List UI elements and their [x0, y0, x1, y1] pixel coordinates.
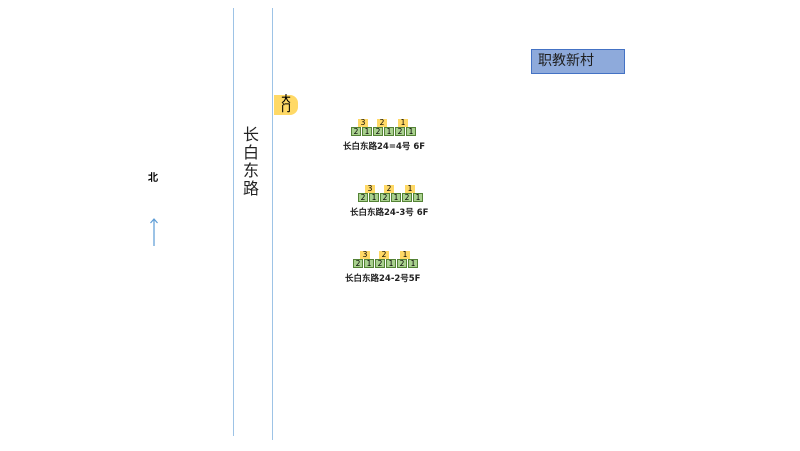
building-24-3: 3 2 1 2 1 2 1 2 1 长白东路24-3号 6F	[350, 185, 448, 229]
road-name-char: 白	[242, 143, 259, 162]
unit-number: 2	[379, 251, 389, 259]
unit-number: 3	[360, 251, 370, 259]
road-name-char: 长	[242, 125, 259, 144]
north-arrow-icon	[150, 218, 158, 246]
unit-number: 3	[365, 185, 375, 193]
unit-number: 3	[358, 119, 368, 127]
apartment-cell: 2	[358, 193, 368, 202]
apartment-cell: 1	[391, 193, 401, 202]
building-24-2: 3 2 1 2 1 2 1 2 1 长白东路24-2号5F	[345, 251, 443, 295]
north-label: 北	[148, 173, 158, 184]
gate-char: 大	[281, 95, 291, 105]
apartment-cell: 2	[397, 259, 407, 268]
road-right-edge	[272, 8, 273, 440]
main-gate: 大 门	[274, 95, 298, 115]
apartment-cell: 1	[408, 259, 418, 268]
road-name: 长 白 东 路	[241, 126, 261, 198]
apartment-cell: 2	[353, 259, 363, 268]
apartment-cell: 2	[380, 193, 390, 202]
building-24-4: 3 2 1 2 1 2 1 2 1 长白东路24=4号 6F	[343, 119, 441, 163]
building-label: 长白东路24-2号5F	[345, 274, 421, 284]
apartment-cell: 2	[351, 127, 361, 136]
unit-number: 1	[405, 185, 415, 193]
road-name-char: 路	[242, 179, 259, 198]
unit-number: 2	[377, 119, 387, 127]
apartment-cell: 2	[373, 127, 383, 136]
building-label: 长白东路24-3号 6F	[350, 208, 429, 218]
apartment-cell: 1	[384, 127, 394, 136]
unit-number: 2	[384, 185, 394, 193]
road-left-edge	[233, 8, 234, 436]
village-label: 职教新村	[531, 49, 625, 74]
apartment-cell: 1	[364, 259, 374, 268]
apartment-cell: 2	[395, 127, 405, 136]
building-label: 长白东路24=4号 6F	[343, 142, 426, 152]
apartment-cell: 1	[406, 127, 416, 136]
apartment-cell: 1	[386, 259, 396, 268]
unit-number: 1	[400, 251, 410, 259]
gate-char: 门	[281, 104, 291, 114]
apartment-cell: 1	[369, 193, 379, 202]
apartment-cell: 1	[413, 193, 423, 202]
apartment-cell: 2	[375, 259, 385, 268]
road-name-char: 东	[242, 161, 259, 180]
unit-number: 1	[398, 119, 408, 127]
apartment-cell: 2	[402, 193, 412, 202]
apartment-cell: 1	[362, 127, 372, 136]
